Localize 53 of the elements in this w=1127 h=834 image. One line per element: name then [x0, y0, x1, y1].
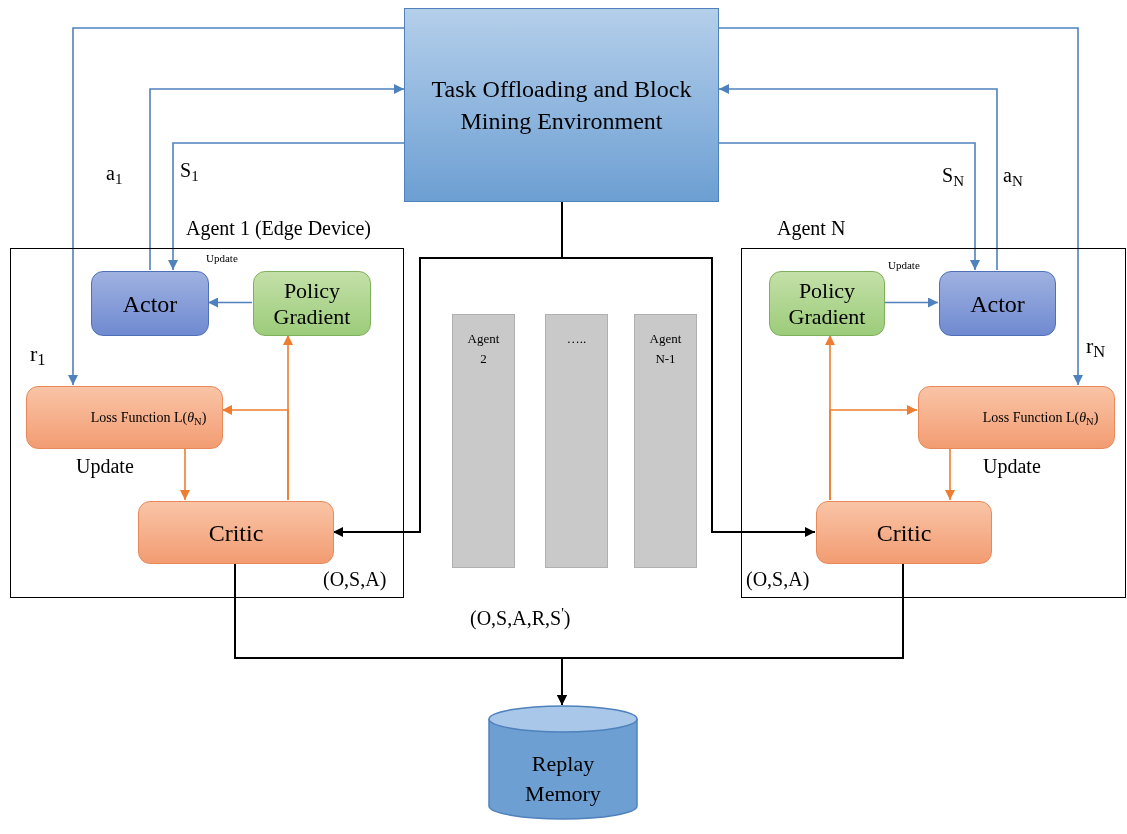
loss-function-box	[918, 386, 1115, 449]
arrow	[557, 562, 904, 706]
edge-label: a$_{N}$	[1003, 165, 1023, 185]
arrow	[149, 84, 405, 271]
agent-bar	[545, 314, 608, 568]
arrow	[68, 27, 405, 386]
edge-label: Update	[76, 456, 134, 476]
edge-label: r$_{N}$	[1086, 335, 1106, 357]
edge-label: r$_{1}$	[30, 343, 46, 365]
edge-label: Update	[888, 260, 920, 271]
arrow	[207, 297, 253, 308]
bar-label: Agent 2	[466, 330, 501, 368]
arrow	[718, 142, 980, 271]
box-label: Loss Function L(θ$_{N}$)	[982, 409, 1099, 428]
box-label: Actor	[122, 289, 178, 319]
tuple-label: (O,S,A)	[323, 567, 387, 593]
tuple-label: (O,S,A)	[746, 567, 810, 593]
critic-box	[816, 501, 992, 564]
arrow	[718, 84, 998, 271]
box-label: Actor	[970, 289, 1025, 319]
box-label: Critic	[208, 518, 264, 548]
box-label: Critic	[876, 518, 932, 548]
edge-label: Update	[983, 456, 1041, 476]
edge-label: a$_{1}$	[106, 163, 123, 183]
policy-gradient-box	[769, 271, 885, 336]
box-title: Task Offloading and Block Mining Environment	[430, 74, 693, 136]
agent-bar	[452, 314, 515, 568]
policy-gradient-box	[253, 271, 371, 336]
box-label: Policy Gradient	[272, 278, 352, 329]
edge-label: Update	[206, 253, 238, 264]
tuple-label: (O,S,A,R,S$^{'}$)	[470, 603, 571, 632]
bar-label: …..	[566, 330, 587, 348]
arrow	[945, 447, 955, 501]
bar-label: Agent N-1	[648, 330, 683, 368]
actor-box	[91, 271, 209, 336]
critic-box	[138, 501, 334, 564]
arrow	[221, 405, 289, 501]
arrow	[718, 27, 1083, 386]
arrow	[168, 142, 405, 271]
box-label: Replay Memory	[524, 749, 602, 808]
loss-function-box	[26, 386, 223, 449]
box-label: Policy Gradient	[787, 278, 867, 329]
arrow	[180, 447, 190, 501]
agent-bar	[634, 314, 697, 568]
edge-label: S$_{1}$	[180, 160, 199, 180]
panel-heading: Agent N	[777, 216, 846, 242]
actor-box	[939, 271, 1056, 336]
panel-heading: Agent 1 (Edge Device)	[186, 216, 371, 242]
arrow	[829, 405, 918, 501]
arrow	[883, 297, 939, 308]
box-label: Loss Function L(θ$_{N}$)	[90, 409, 207, 428]
environment-box	[404, 8, 719, 202]
edge-label: S$_{N}$	[942, 165, 964, 185]
